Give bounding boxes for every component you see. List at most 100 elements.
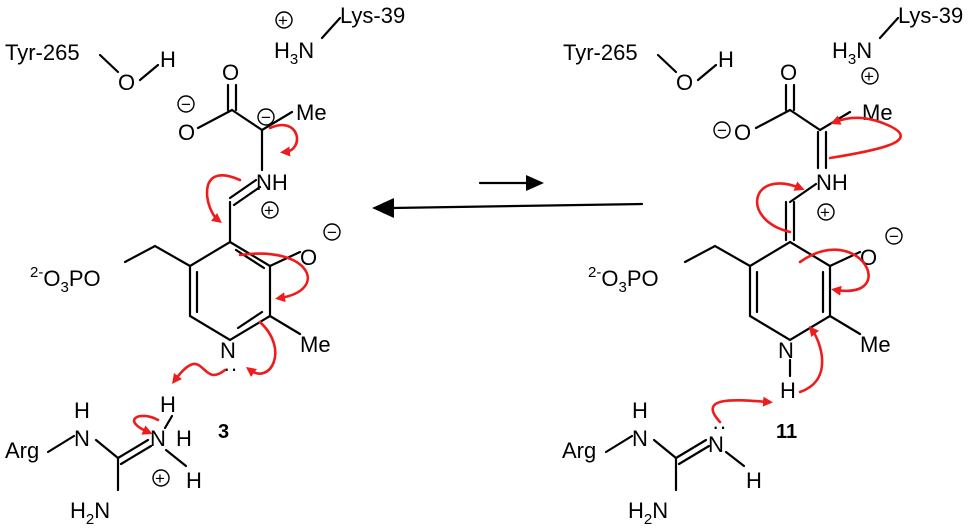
right-structure: Tyr-265 O H Lys-39 H3N + O − O Me NH +	[562, 3, 963, 528]
c-alpha-bond	[230, 108, 264, 132]
lys-h3n-group-right: H3N	[832, 38, 872, 68]
arg-label: Arg	[5, 438, 39, 463]
h2n-group-right: H2N	[628, 498, 668, 528]
push-arrow-enamine-right	[755, 181, 805, 234]
ring-methyl-label-right: Me	[860, 332, 891, 357]
svg-text:−: −	[889, 227, 899, 246]
svg-text:+: +	[155, 469, 165, 488]
arg-n-nitrogen-right: N	[708, 432, 724, 457]
push-arrow-imine	[205, 174, 242, 224]
reverse-arrow-head	[372, 198, 394, 218]
svg-text:+: +	[264, 201, 274, 220]
guanidine-bond-1-right	[652, 438, 678, 460]
ring-nitrogen-right: N	[778, 338, 794, 363]
carbonyl-oxygen: O	[222, 60, 239, 85]
shared-proton: H	[160, 392, 176, 417]
guanidine-double-bond-a-right	[674, 438, 708, 460]
svg-text:−: −	[327, 223, 337, 242]
tyr-hydrogen: H	[160, 47, 176, 72]
amine-nh-right: NH	[816, 170, 848, 195]
ring-methyl-bond-right	[828, 314, 862, 336]
phenoxide-oxygen-right: O	[860, 245, 877, 270]
ring-double-bond-1	[234, 248, 266, 270]
c-alpha-bond-right	[788, 108, 822, 132]
iminium-plus-charge: +	[261, 201, 279, 220]
arg-n-hydrogen-right: H	[746, 468, 762, 493]
push-arrow-ring	[238, 252, 309, 303]
lys-plus-charge-right: +	[861, 67, 879, 86]
tyr-oxygen: O	[118, 70, 135, 95]
arg-nh-nitrogen-right: N	[632, 426, 648, 451]
dihydropyridine-ring	[748, 240, 832, 342]
ring-nh-hydrogen-right: H	[780, 378, 796, 403]
imine-double-bond-b	[232, 185, 262, 207]
equilibrium-arrows	[372, 175, 644, 218]
push-arrow-arg-right	[711, 396, 773, 424]
carboxylate-minus-charge-right: −	[713, 121, 731, 140]
push-arrow-ring-n	[245, 320, 277, 377]
push-arrow-ring-right	[798, 248, 870, 296]
phenoxide-bond	[268, 250, 302, 268]
pyridine-ring	[188, 240, 272, 342]
lys-chain-bond-right	[878, 16, 900, 40]
left-structure: Tyr-265 O H + H3N Lys-39 O − O − Me NH	[5, 3, 405, 528]
carboxylate-bond-right	[754, 108, 792, 130]
svg-text:−: −	[261, 108, 271, 127]
tyr-oh-bond	[138, 63, 160, 82]
phenoxide-minus-charge: −	[323, 223, 341, 242]
phosphate-group-right: 2-O3PO	[588, 264, 659, 296]
guanidine-double-bond-b-right	[677, 444, 711, 466]
guanidine-bond-1	[94, 438, 120, 460]
carbanion-minus-charge: −	[257, 108, 275, 127]
lys-plus-charge: +	[275, 11, 293, 30]
arg-nh-hydrogen: H	[74, 398, 90, 423]
arg-n-lone-pair-right: ··	[712, 414, 727, 439]
carbonyl-oxygen-right: O	[780, 60, 797, 85]
arg-nh-h-bond	[163, 414, 174, 430]
ch2-opo3-bond-right	[683, 244, 752, 268]
methyl-label: Me	[296, 100, 327, 125]
lys-39-label: Lys-39	[340, 3, 405, 28]
reverse-arrow-shaft	[390, 202, 644, 210]
arg-nh2-h-right: H	[186, 468, 202, 493]
svg-text:+: +	[278, 11, 288, 30]
guanidine-double-bond-a	[116, 438, 150, 460]
imine-nh: NH	[256, 170, 288, 195]
arg-n-h-bond-right	[724, 450, 746, 468]
phosphate-group: 2-O3PO	[30, 264, 101, 296]
arg-chain-bond-right	[604, 434, 634, 454]
tyr-265-label: Tyr-265	[5, 40, 80, 65]
guanidine-double-bond-b	[119, 444, 153, 466]
forward-arrow-head	[526, 175, 544, 191]
compound-label-3: 3	[218, 421, 229, 443]
ring-double-bond-3	[236, 310, 264, 330]
ring-methyl-bond	[268, 314, 302, 336]
tyr-hydrogen-right: H	[718, 47, 734, 72]
imine-double-bond-a	[228, 178, 258, 200]
tyr-o-bond	[98, 53, 120, 74]
iminium-plus-charge-right: +	[817, 203, 835, 222]
lys-39-label-right: Lys-39	[898, 3, 963, 28]
svg-text:+: +	[864, 67, 874, 86]
compound-label-11: 11	[776, 421, 797, 443]
push-arrow-lone-pair	[171, 362, 227, 384]
lys-h3n-group: H3N	[274, 38, 314, 68]
guanidinium-plus-charge: +	[152, 469, 170, 488]
arg-nh-hydrogen-right: H	[632, 398, 648, 423]
ch2-opo3-bond	[123, 244, 192, 268]
methyl-bond	[260, 110, 294, 132]
pyridine-nitrogen: N	[220, 338, 236, 363]
tyr-265-label-right: Tyr-265	[563, 40, 638, 65]
tyr-o-bond-right	[656, 53, 678, 74]
phenoxide-minus-charge-right: −	[885, 227, 903, 246]
push-arrow-carbanion	[268, 124, 299, 157]
arg-nh2-nitrogen: N	[150, 426, 166, 451]
phenoxide-oxygen: O	[300, 245, 317, 270]
tyr-oh-bond-right	[696, 63, 718, 82]
carboxylate-oxygen: O	[178, 120, 195, 145]
svg-text:−: −	[181, 95, 191, 114]
nitrogen-lone-pair: ··	[223, 356, 238, 381]
push-arrow-nh-right	[798, 326, 824, 394]
lys-chain-bond	[320, 16, 342, 40]
